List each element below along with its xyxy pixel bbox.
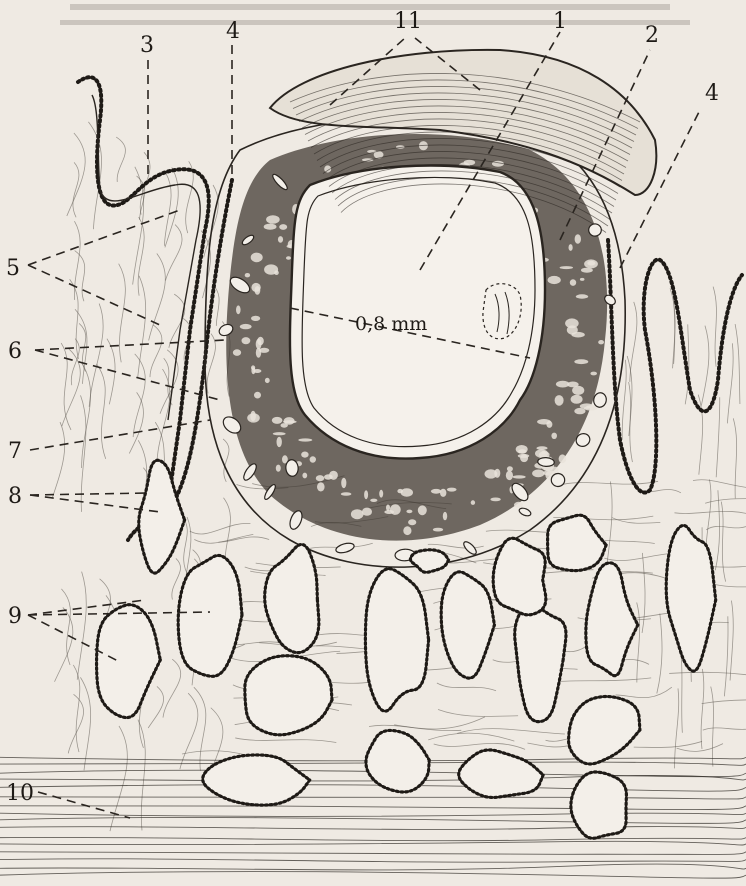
header-text-remnant (60, 4, 690, 25)
label-9: 9 (8, 604, 22, 629)
label-3: 3 (140, 33, 154, 58)
surface-epithelium-right (608, 240, 742, 493)
label-5: 5 (6, 256, 20, 281)
label-7: 7 (8, 439, 22, 464)
label-2: 2 (645, 23, 659, 48)
label-4-left: 4 (226, 19, 240, 44)
label-4-right: 4 (705, 81, 719, 106)
label-11: 11 (394, 9, 422, 34)
label-1: 1 (553, 9, 567, 34)
label-8: 8 (8, 484, 22, 509)
epithelium-lining-left (128, 180, 232, 540)
label-6: 6 (8, 339, 22, 364)
label-10: 10 (6, 781, 34, 806)
scale-bar-label: 0,8 mm (355, 313, 427, 335)
